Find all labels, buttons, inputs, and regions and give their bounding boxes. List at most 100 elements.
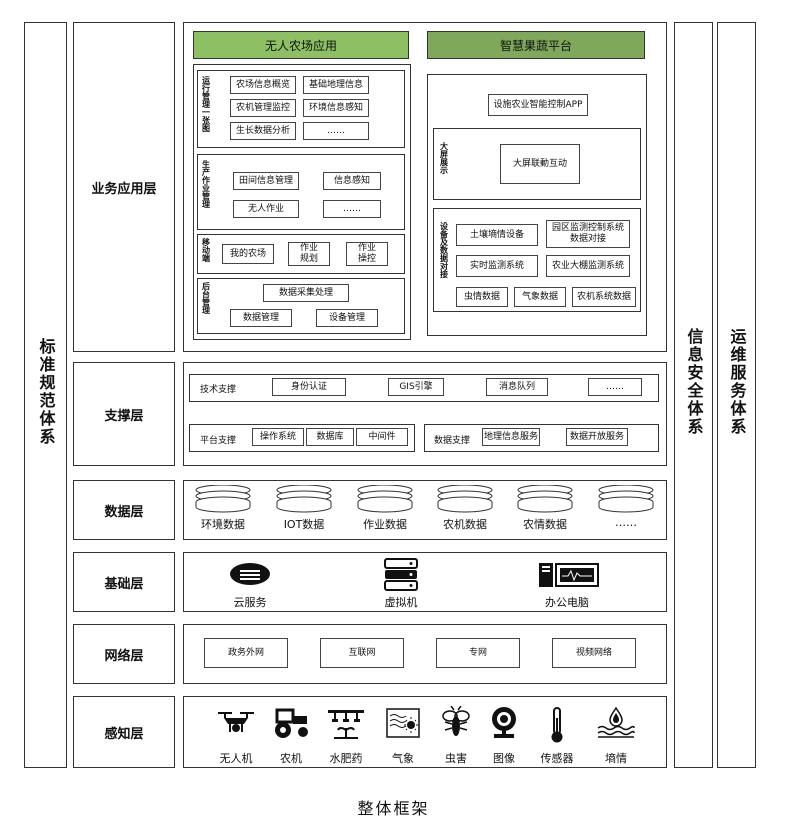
platform-item-1: 操作系统 [252,428,304,446]
sensor-label: 传感器 [540,752,574,765]
drone-label: 无人机 [219,752,253,765]
database-label: 农情数据 [523,518,567,531]
irrigation-label: 水肥药 [329,752,363,765]
mobile-item-3: 作业操控 [346,242,388,266]
tech-item-1: 身份认证 [272,378,346,396]
soil-moisture-label: 墒情 [605,752,627,765]
database-label: IOT数据 [283,518,325,531]
standards-column: 标准规范体系 [24,22,67,768]
production-group-label: 生产作业管理 [201,160,211,208]
computer-icon [539,563,599,587]
ops-group [197,70,405,148]
camera-icon [492,707,516,738]
thermometer-icon [551,707,563,743]
platform-app: 设施农业智能控制APP [488,94,588,116]
image-label: 图像 [493,752,515,765]
figure-caption: 整体框架 [357,799,430,818]
network-item-4: 视频网络 [552,638,636,668]
backend-item-1: 数据采集处理 [263,284,349,302]
backend-item-3: 设备管理 [316,309,378,327]
screen-group-label: 大屏展示 [439,142,449,174]
ops-label: 运维服务体系 [727,328,747,436]
tractor-label: 农机 [280,752,302,765]
security-column: 信息安全体系 [674,22,713,768]
server-icon [384,558,418,591]
network-item-2: 互联网 [320,638,404,668]
cloud-icon [230,563,270,585]
ops-item-3: 农机管理监控 [230,99,296,117]
smart-fruit-header: 智慧果蔬平台 [427,31,645,59]
backend-item-2: 数据管理 [230,309,292,327]
cloud-service-label: 云服务 [233,596,267,609]
pest-icon [442,706,470,736]
sensing-content [183,696,667,768]
device-item-7: 农机系统数据 [572,287,636,307]
production-group [197,154,405,230]
database-icon [598,485,654,513]
standards-label: 标准规范体系 [36,338,56,446]
database-label: 环境数据 [201,518,245,531]
ops-item-5: 生长数据分析 [230,122,296,140]
device-item-6: 气象数据 [514,287,566,307]
screen-item: 大屏联動互动 [500,144,580,184]
ops-column: 运维服务体系 [717,22,756,768]
database-icon [276,485,332,513]
data-content [183,480,667,540]
tech-item-4: …… [588,378,642,396]
mobile-group-label: 移动端 [201,238,211,262]
ops-item-4: 环境信息感知 [303,99,369,117]
layer-support: 支撑层 [73,362,175,466]
data-support-item-2: 数据开放服务 [566,428,628,446]
irrigation-icon [328,710,364,739]
device-item-5: 虫情数据 [456,287,508,307]
network-item-1: 政务外网 [204,638,288,668]
ops-group-label: 运行管理一张图 [201,76,211,132]
device-item-3: 实时监测系统 [456,255,538,277]
platform-item-3: 中间件 [356,428,408,446]
network-item-3: 专网 [436,638,520,668]
layer-sensing: 感知层 [73,696,175,768]
security-label: 信息安全体系 [684,328,704,436]
platform-support-label: 平台支撑 [200,436,237,446]
drone-icon [218,712,254,732]
production-item-2: 信息感知 [323,172,381,190]
device-item-1: 土壤墒情设备 [456,224,538,246]
ops-item-2: 基础地理信息 [303,76,369,94]
tractor-icon [275,708,308,738]
mobile-item-2: 作业规划 [288,242,330,266]
platform-item-2: 数据库 [306,428,354,446]
database-label: 农机数据 [443,518,487,531]
data-support-item-1: 地理信息服务 [482,428,540,446]
tech-item-3: 消息队列 [486,378,548,396]
backend-group-label: 后台管理 [201,282,211,314]
layer-network: 网络层 [73,624,175,684]
layer-data: 数据层 [73,480,175,540]
production-item-4: …… [323,200,381,218]
production-item-1: 田间信息管理 [233,172,299,190]
layer-base: 基础层 [73,552,175,612]
weather-label: 气象 [392,752,414,765]
tech-item-2: GIS引擎 [388,378,444,396]
vm-label: 虚拟机 [384,596,418,609]
database-icon [437,485,493,513]
tech-support-label: 技术支撑 [200,385,237,395]
ops-item-1: 农场信息概览 [230,76,296,94]
ops-item-6: …… [303,122,369,140]
soil-moisture-icon [597,706,635,738]
database-icon [195,485,251,513]
office-pc-label: 办公电脑 [545,596,589,609]
pest-label: 虫害 [445,752,467,765]
database-icon [357,485,413,513]
unmanned-farm-header: 无人农场应用 [193,31,409,59]
data-support-label: 数据支撑 [434,436,471,446]
device-group-label: 设备及数据对接 [439,222,449,278]
database-icon [517,485,573,513]
mobile-item-1: 我的农场 [222,244,274,264]
device-item-4: 农业大棚监测系统 [546,255,630,277]
weather-icon [386,708,420,738]
device-item-2: 园区监测控制系统数据对接 [546,220,630,248]
database-label: …… [615,516,637,529]
layer-business: 业务应用层 [73,22,175,352]
database-label: 作业数据 [363,518,407,531]
production-item-3: 无人作业 [233,200,299,218]
